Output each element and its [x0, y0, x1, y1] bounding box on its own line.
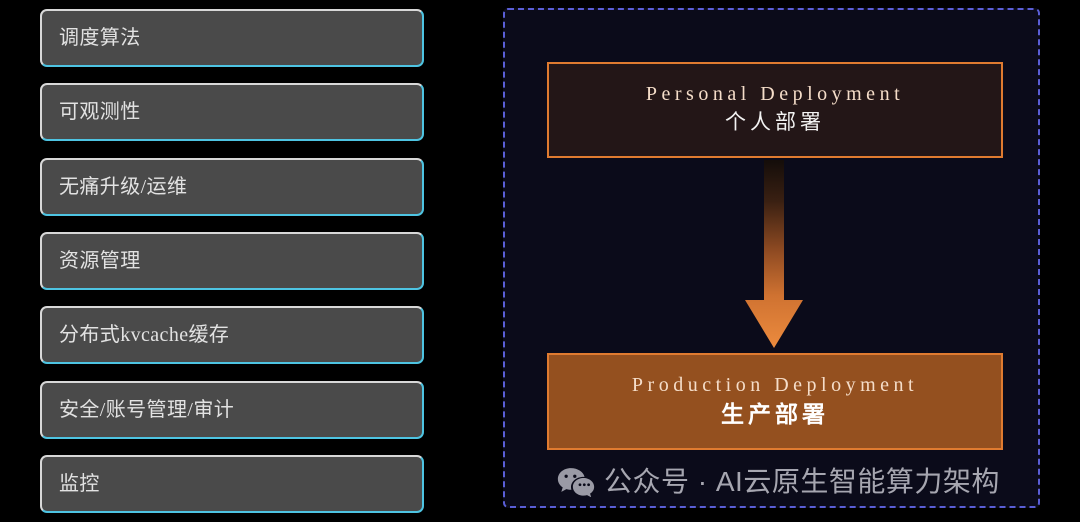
- personal-deployment-title-en: Personal Deployment: [645, 83, 905, 106]
- down-arrow-icon: [745, 160, 803, 348]
- production-deployment-title-en: Production Deployment: [631, 373, 919, 396]
- personal-deployment-box[interactable]: Personal Deployment 个人部署: [547, 62, 1003, 158]
- capability-label: 调度算法: [59, 27, 141, 49]
- production-deployment-title-cn: 生产部署: [721, 401, 829, 427]
- capability-label: 无痛升级/运维: [59, 175, 188, 198]
- list-item[interactable]: 监控: [40, 454, 424, 513]
- list-item[interactable]: 可观测性: [40, 83, 424, 142]
- capability-label: 安全/账号管理/审计: [59, 398, 235, 421]
- list-item[interactable]: 资源管理: [40, 231, 424, 290]
- capability-list: 调度算法 可观测性 无痛升级/运维 资源管理 分布式kvcache缓存 安全/账…: [40, 9, 424, 513]
- capability-label: 分布式kvcache缓存: [59, 324, 230, 347]
- watermark: 公众号 · AI云原生智能算力架构: [557, 460, 1027, 504]
- list-item[interactable]: 无痛升级/运维: [40, 157, 424, 216]
- production-deployment-box[interactable]: Production Deployment 生产部署: [547, 353, 1003, 450]
- capability-label: 监控: [59, 472, 100, 495]
- wechat-icon: [557, 468, 595, 497]
- list-item[interactable]: 调度算法: [40, 9, 424, 67]
- capability-label: 可观测性: [59, 101, 141, 124]
- deployment-flow-panel: Personal Deployment 个人部署 Production Depl…: [503, 8, 1040, 508]
- watermark-text: 公众号 · AI云原生智能算力架构: [604, 466, 1000, 497]
- list-item[interactable]: 安全/账号管理/审计: [40, 380, 424, 439]
- list-item[interactable]: 分布式kvcache缓存: [40, 306, 424, 365]
- capability-label: 资源管理: [59, 249, 141, 272]
- personal-deployment-title-cn: 个人部署: [725, 110, 825, 135]
